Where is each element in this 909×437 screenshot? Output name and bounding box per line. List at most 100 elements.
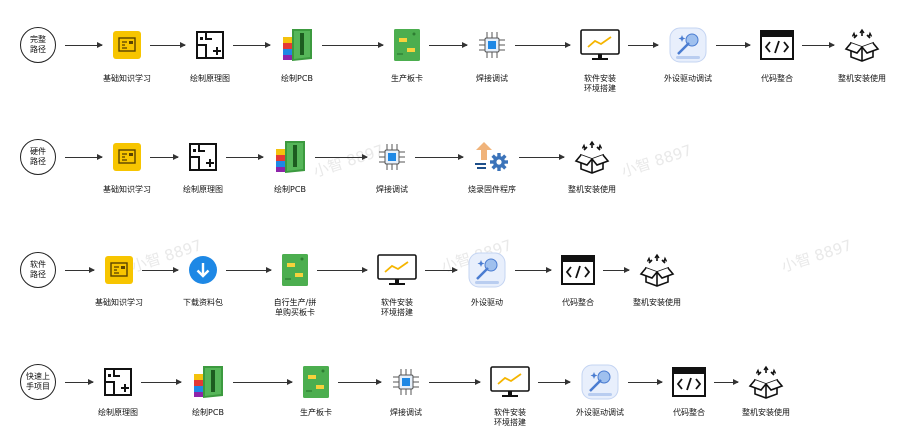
step-label: 软件安装 环境搭建 bbox=[584, 74, 616, 93]
open-box-icon bbox=[748, 365, 784, 403]
flow-arrow bbox=[142, 267, 179, 273]
step-label: 基础知识学习 bbox=[103, 74, 151, 83]
path-title-text: 完整 路径 bbox=[30, 35, 46, 54]
flow-arrow bbox=[150, 154, 179, 160]
watermark: 小智 8897 bbox=[779, 236, 855, 276]
pcb-layers-icon bbox=[191, 365, 225, 403]
step-label: 基础知识学习 bbox=[103, 185, 151, 194]
path-title: 快速上 手项目 bbox=[20, 364, 56, 400]
step-label: 焊接调试 bbox=[476, 74, 508, 83]
flow-arrow bbox=[65, 154, 103, 160]
step-label: 基础知识学习 bbox=[95, 298, 143, 307]
watermark: 小智 8897 bbox=[619, 141, 695, 181]
flow-arrow bbox=[714, 379, 739, 385]
flow-arrow bbox=[415, 154, 464, 160]
step-label: 绘制原理图 bbox=[190, 74, 230, 83]
flow-arrow bbox=[233, 42, 271, 48]
flow-arrow bbox=[315, 154, 368, 160]
pcb-layers-icon bbox=[273, 140, 307, 178]
flow-arrow bbox=[141, 379, 182, 385]
path-title: 完整 路径 bbox=[20, 27, 56, 63]
wand-icon bbox=[580, 363, 620, 405]
flow-arrow bbox=[429, 379, 481, 385]
chip-icon bbox=[377, 142, 407, 176]
step-label: 外设驱动 bbox=[471, 298, 503, 307]
flow-arrow bbox=[515, 42, 571, 48]
open-box-icon bbox=[844, 28, 880, 66]
step-label: 整机安装使用 bbox=[568, 185, 616, 194]
wand-icon bbox=[467, 251, 507, 293]
wand-icon bbox=[668, 26, 708, 68]
step-label: 代码整合 bbox=[562, 298, 594, 307]
flow-arrow bbox=[226, 267, 272, 273]
upload-gear-icon bbox=[473, 140, 511, 178]
flow-arrow bbox=[538, 379, 571, 385]
flow-arrow bbox=[233, 379, 293, 385]
flow-arrow bbox=[515, 267, 552, 273]
flow-arrow bbox=[338, 379, 382, 385]
flow-arrow bbox=[603, 267, 630, 273]
flow-arrow bbox=[628, 42, 659, 48]
monitor-icon bbox=[377, 254, 417, 290]
watermark: 小智 8897 bbox=[311, 141, 387, 181]
step-label: 生产板卡 bbox=[391, 74, 423, 83]
download-icon bbox=[188, 255, 218, 289]
flow-arrow bbox=[226, 154, 264, 160]
step-label: 绘制PCB bbox=[274, 185, 306, 194]
monitor-icon bbox=[580, 29, 620, 65]
code-window-icon bbox=[672, 367, 706, 401]
flow-arrow bbox=[429, 42, 468, 48]
chip-icon bbox=[477, 30, 507, 64]
pcb-board-icon bbox=[393, 28, 421, 66]
step-label: 外设驱动调试 bbox=[664, 74, 712, 83]
step-label: 下载资料包 bbox=[183, 298, 223, 307]
step-label: 整机安装使用 bbox=[633, 298, 681, 307]
flow-arrow bbox=[425, 267, 458, 273]
code-window-icon bbox=[760, 30, 794, 64]
code-window-icon bbox=[561, 255, 595, 289]
open-box-icon bbox=[639, 253, 675, 291]
flow-arrow bbox=[628, 379, 663, 385]
step-label: 整机安装使用 bbox=[838, 74, 886, 83]
schematic-icon bbox=[188, 142, 218, 176]
step-label: 生产板卡 bbox=[300, 408, 332, 417]
step-label: 焊接调试 bbox=[376, 185, 408, 194]
study-card-icon bbox=[104, 255, 134, 289]
path-title-text: 快速上 手项目 bbox=[26, 372, 50, 391]
schematic-icon bbox=[195, 30, 225, 64]
step-label: 绘制原理图 bbox=[183, 185, 223, 194]
chip-icon bbox=[391, 367, 421, 401]
pcb-board-icon bbox=[281, 253, 309, 291]
flow-arrow bbox=[716, 42, 751, 48]
step-label: 自行生产/拼 单购买板卡 bbox=[273, 298, 317, 317]
step-label: 绘制PCB bbox=[192, 408, 224, 417]
flow-arrow bbox=[65, 379, 94, 385]
flow-arrow bbox=[322, 42, 384, 48]
pcb-board-icon bbox=[302, 365, 330, 403]
flow-arrow bbox=[150, 42, 186, 48]
step-label: 外设驱动调试 bbox=[576, 408, 624, 417]
pcb-layers-icon bbox=[280, 28, 314, 66]
study-card-icon bbox=[112, 142, 142, 176]
step-label: 绘制原理图 bbox=[98, 408, 138, 417]
open-box-icon bbox=[574, 140, 610, 178]
monitor-icon bbox=[490, 366, 530, 402]
step-label: 整机安装使用 bbox=[742, 408, 790, 417]
step-label: 代码整合 bbox=[673, 408, 705, 417]
step-label: 软件安装 环境搭建 bbox=[494, 408, 526, 427]
step-label: 代码整合 bbox=[761, 74, 793, 83]
step-label: 绘制PCB bbox=[281, 74, 313, 83]
step-label: 焊接调试 bbox=[390, 408, 422, 417]
path-title: 硬件 路径 bbox=[20, 139, 56, 175]
flow-arrow bbox=[519, 154, 565, 160]
schematic-icon bbox=[103, 367, 133, 401]
path-title-text: 软件 路径 bbox=[30, 260, 46, 279]
flow-arrow bbox=[65, 267, 95, 273]
flow-arrow bbox=[802, 42, 835, 48]
study-card-icon bbox=[112, 30, 142, 64]
path-title-text: 硬件 路径 bbox=[30, 147, 46, 166]
step-label: 软件安装 环境搭建 bbox=[381, 298, 413, 317]
flow-arrow bbox=[65, 42, 103, 48]
path-title: 软件 路径 bbox=[20, 252, 56, 288]
step-label: 烧录固件程序 bbox=[468, 185, 516, 194]
